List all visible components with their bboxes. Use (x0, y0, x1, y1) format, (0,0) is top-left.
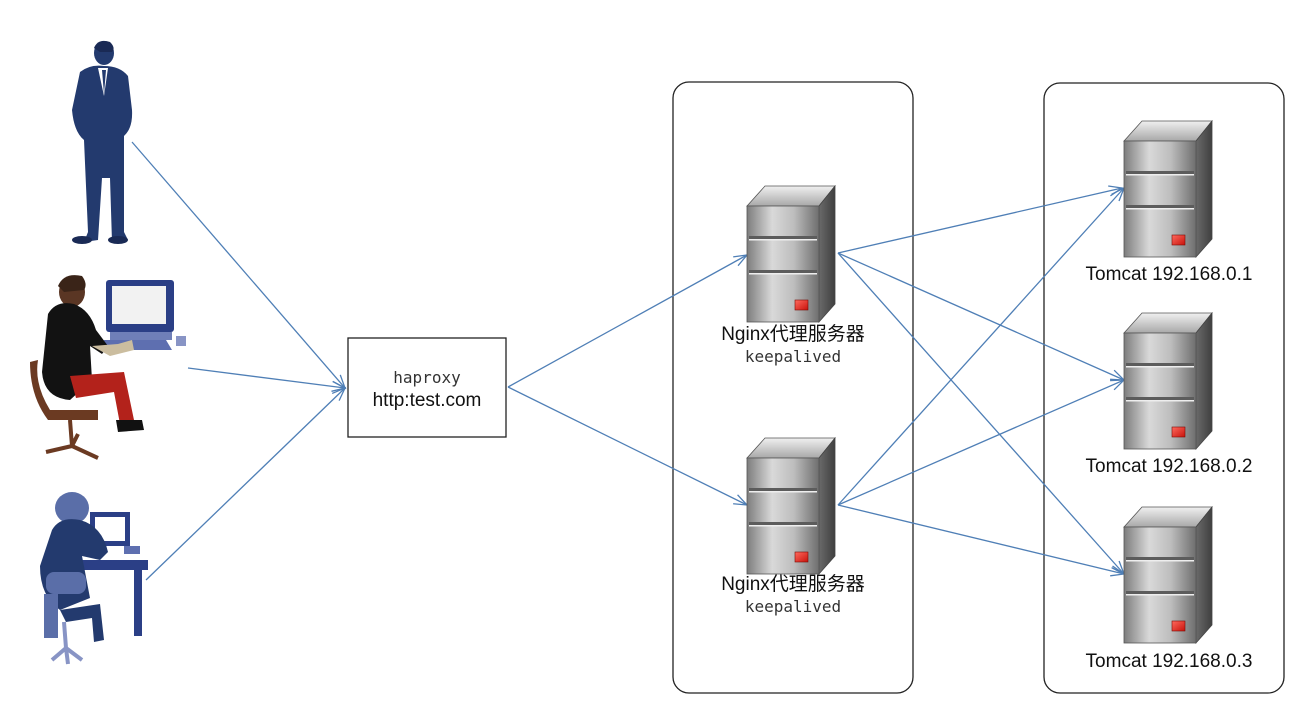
arrow-nginx2-tomcat3 (837, 504, 1126, 577)
haproxy-url: http:test.com (372, 390, 482, 411)
arrow-client3-haproxy (145, 386, 347, 581)
nginx-label-2: Nginx代理服务器 (721, 574, 865, 595)
nginx-sub-1: keepalived (744, 347, 842, 366)
man-at-computer-icon (30, 275, 186, 460)
tomcat-label-1: Tomcat 192.168.0.1 (1085, 264, 1253, 285)
standing-businessman-icon (72, 40, 133, 244)
nginx-server-icon-2 (746, 437, 836, 575)
tomcat-server-icon-2 (1123, 312, 1213, 450)
nginx-proxy-group (672, 81, 914, 694)
arrow-haproxy-nginx1 (507, 254, 749, 388)
tomcat-server-icon-1 (1123, 120, 1213, 258)
nginx-sub-2: keepalived (744, 597, 842, 616)
tomcat-label-3: Tomcat 192.168.0.3 (1085, 651, 1253, 672)
arrow-client1-haproxy (131, 141, 347, 390)
nginx-server-icon-1 (746, 185, 836, 323)
arrow-nginx1-tomcat2 (837, 252, 1126, 381)
haproxy-box (347, 337, 507, 438)
woman-at-computer-icon (40, 492, 148, 665)
tomcat-server-group (1043, 82, 1285, 694)
nginx-label-1: Nginx代理服务器 (721, 324, 865, 345)
arrow-client2-haproxy (187, 367, 347, 392)
tomcat-server-icon-3 (1123, 506, 1213, 644)
arrow-nginx1-tomcat1 (837, 185, 1124, 254)
tomcat-label-2: Tomcat 192.168.0.2 (1085, 456, 1253, 477)
arrow-nginx2-tomcat2 (837, 379, 1126, 506)
arrow-nginx2-tomcat1 (837, 186, 1126, 506)
arrow-nginx1-tomcat3 (837, 252, 1126, 576)
connector-lines (131, 141, 1126, 581)
haproxy-label: haproxy (393, 368, 461, 387)
arrow-haproxy-nginx2 (507, 386, 749, 506)
